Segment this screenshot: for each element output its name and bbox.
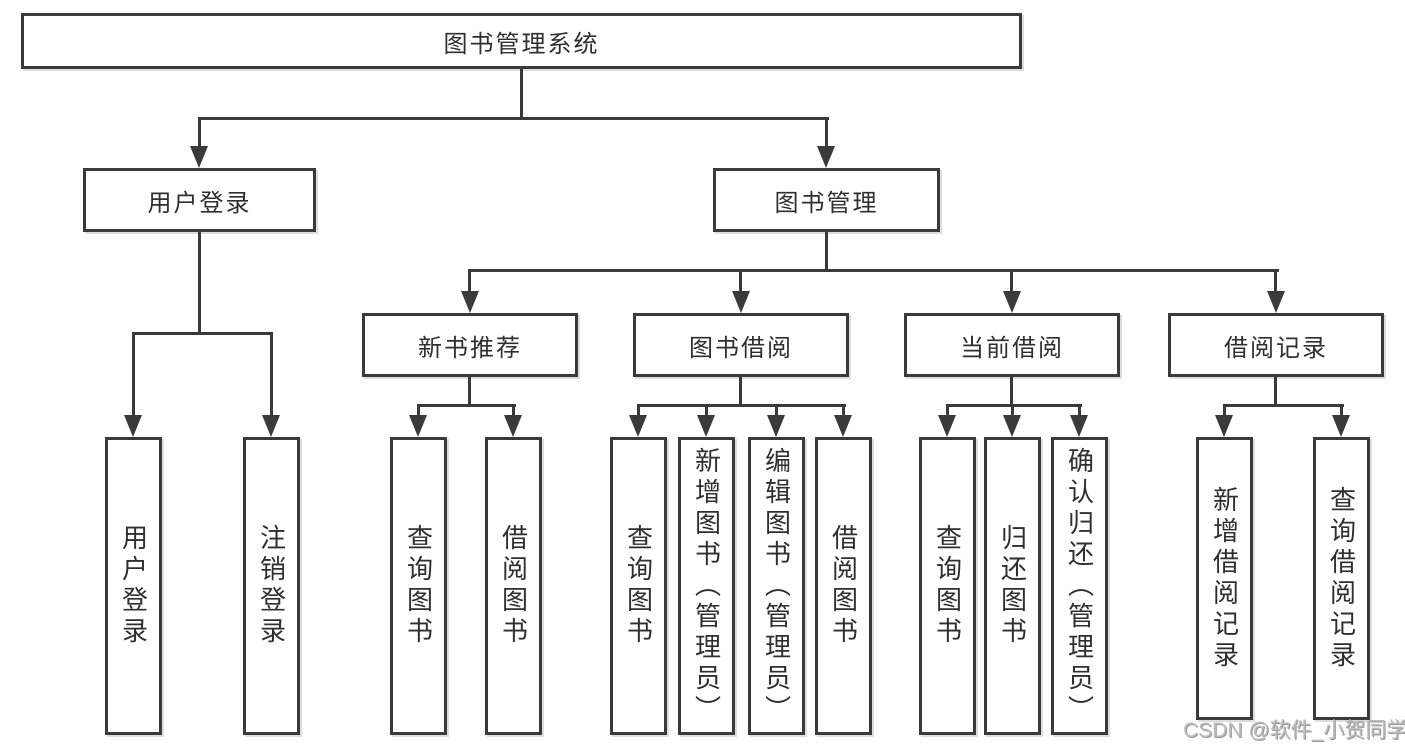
connector-line [198,232,201,335]
branch-node-user-login: 用户登录 [83,168,316,232]
group-node-new-book-recommend: 新书推荐 [362,313,578,377]
group-node-label: 借阅记录 [1224,334,1328,362]
connector-line [132,332,273,335]
arrow-down-icon [1267,291,1285,313]
group-node-current-borrow: 当前借阅 [904,313,1120,377]
arrow-down-icon [834,415,852,437]
connector-line [520,68,523,120]
group-node-borrow-records: 借阅记录 [1168,313,1384,377]
root-node-label: 图书管理系统 [443,30,600,58]
leaf-node-label: 新增图书（管理员） [691,446,722,726]
arrow-down-icon [767,415,785,437]
leaf-node-label: 查询借阅记录 [1326,485,1357,672]
arrow-down-icon [1070,415,1088,437]
leaf-node-label: 借阅图书 [828,524,859,648]
leaf-node-label: 查询图书 [403,524,434,648]
leaf-node-add-borrow-record: 新增借阅记录 [1196,437,1253,720]
leaf-node-recommend-query-books: 查询图书 [390,437,447,735]
leaf-node-edit-books-admin: 编辑图书（管理员） [748,437,805,735]
group-node-label: 图书借阅 [689,334,793,362]
connector-line [1274,377,1277,407]
arrow-down-icon [504,415,522,437]
leaf-node-label: 查询图书 [932,524,963,648]
leaf-node-label: 注销登录 [256,524,287,648]
arrow-down-icon [697,415,715,437]
connector-line [946,404,949,417]
connector-line [739,377,742,407]
connector-line [132,332,135,417]
leaf-node-label: 编辑图书（管理员） [761,446,792,726]
branch-node-label: 图书管理 [774,189,879,217]
connector-line [775,404,778,417]
arrow-down-icon [124,415,142,437]
connector-line [1223,404,1226,417]
arrow-down-icon [262,415,280,437]
connector-line [468,269,471,293]
connector-line [1010,269,1013,293]
leaf-node-logout: 注销登录 [243,437,300,735]
connector-line [198,117,829,120]
connector-line [1010,377,1013,407]
connector-line [417,404,420,417]
connector-line [1340,404,1343,417]
connector-line [512,404,515,417]
connector-line [637,404,846,407]
leaf-node-return-books: 归还图书 [984,437,1041,735]
leaf-node-borrow-query-books: 查询图书 [610,437,667,735]
arrow-down-icon [1003,415,1021,437]
arrow-down-icon [817,146,835,168]
arrow-down-icon [732,291,750,313]
connector-line [468,377,471,407]
leaf-node-borrow-books: 借阅图书 [815,437,872,735]
connector-line [637,404,640,417]
connector-line [825,117,828,148]
connector-line [1223,404,1344,407]
leaf-node-current-query-books: 查询图书 [919,437,976,735]
connector-line [739,269,742,293]
connector-line [1011,404,1014,417]
arrow-down-icon [629,415,647,437]
branch-node-book-management: 图书管理 [713,168,940,232]
leaf-node-label: 借阅图书 [498,524,529,648]
arrow-down-icon [1332,415,1350,437]
arrow-down-icon [938,415,956,437]
leaf-node-confirm-return-admin: 确认归还（管理员） [1051,437,1108,735]
group-node-book-borrow: 图书借阅 [633,313,849,377]
connector-line [705,404,708,417]
leaf-node-label: 用户登录 [118,524,149,648]
connector-line [468,269,1279,272]
group-node-label: 当前借阅 [960,334,1064,362]
arrow-down-icon [1003,291,1021,313]
connector-line [270,332,273,417]
connector-line [1078,404,1081,417]
csdn-watermark: CSDN @软件_小贺同学 [1183,719,1405,742]
connector-line [198,117,201,148]
connector-line [842,404,845,417]
arrow-down-icon [461,291,479,313]
connector-line [1274,269,1277,293]
arrow-down-icon [190,146,208,168]
leaf-node-query-borrow-record: 查询借阅记录 [1313,437,1370,720]
leaf-node-user-login: 用户登录 [105,437,162,735]
arrow-down-icon [1215,415,1233,437]
connector-line [417,404,516,407]
leaf-node-label: 查询图书 [623,524,654,648]
leaf-node-label: 归还图书 [997,524,1028,648]
leaf-node-recommend-borrow-books: 借阅图书 [485,437,542,735]
arrow-down-icon [409,415,427,437]
branch-node-label: 用户登录 [147,189,252,217]
connector-line [825,232,828,272]
group-node-label: 新书推荐 [418,334,522,362]
root-node: 图书管理系统 [21,13,1022,69]
leaf-node-label: 确认归还（管理员） [1064,446,1095,726]
leaf-node-add-books-admin: 新增图书（管理员） [678,437,735,735]
connector-line [946,404,1082,407]
leaf-node-label: 新增借阅记录 [1209,485,1240,672]
